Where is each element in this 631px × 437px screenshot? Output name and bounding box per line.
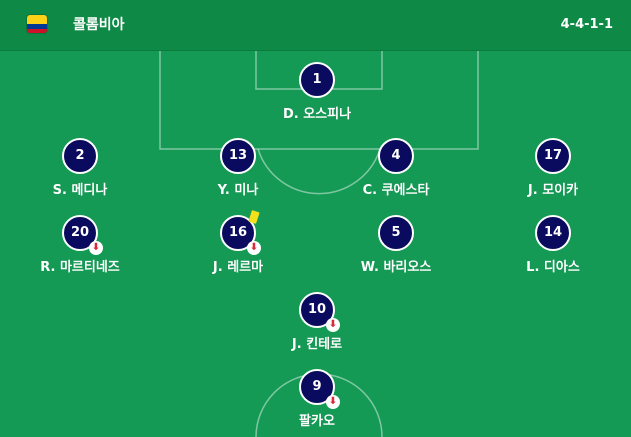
player-number: 13: [220, 138, 256, 174]
substitution-arrow-icon: ⬇: [326, 395, 340, 409]
substitution-arrow-icon: ⬇: [326, 318, 340, 332]
colombia-flag-icon: [27, 15, 47, 33]
pitch-markings: [159, 51, 479, 437]
player-number: 5: [378, 215, 414, 251]
player-name: R. 마르티네즈: [40, 260, 120, 275]
player-name: C. 쿠에스타: [362, 183, 430, 198]
player-attacking-midfielder[interactable]: 10 ⬇ J. 킨테로: [257, 292, 377, 352]
player-defender[interactable]: 13 Y. 미나: [178, 138, 298, 198]
player-defender[interactable]: 2 S. 메디나: [20, 138, 140, 198]
player-name: J. 모이카: [527, 183, 579, 198]
substitution-arrow-icon: ⬇: [247, 241, 261, 255]
player-number: 1: [299, 62, 335, 98]
player-name: D. 오스피나: [282, 107, 352, 122]
formation-label: 4-4-1-1: [560, 17, 613, 32]
player-midfielder[interactable]: 14 L. 디아스: [493, 215, 613, 275]
player-midfielder[interactable]: 20 ⬇ R. 마르티네즈: [20, 215, 140, 275]
player-striker[interactable]: 9 ⬇ 팔카오: [257, 369, 377, 429]
player-number: 10 ⬇: [299, 292, 340, 332]
penalty-box: [159, 51, 479, 150]
player-number: 20 ⬇: [62, 215, 103, 255]
player-name: J. 레르마: [212, 260, 264, 275]
player-name: 팔카오: [299, 414, 335, 429]
team-name: 콜롬비아: [73, 17, 125, 33]
team-header: 콜롬비아 4-4-1-1: [0, 0, 631, 51]
substitution-arrow-icon: ⬇: [89, 241, 103, 255]
player-defender[interactable]: 17 J. 모이카: [493, 138, 613, 198]
player-number: 14: [535, 215, 571, 251]
player-name: L. 디아스: [526, 260, 580, 275]
player-name: W. 바리오스: [360, 260, 432, 275]
player-number: 2: [62, 138, 98, 174]
penalty-arc: [257, 148, 381, 195]
player-defender[interactable]: 4 C. 쿠에스타: [336, 138, 456, 198]
player-number: 9 ⬇: [299, 369, 340, 409]
player-name: Y. 미나: [217, 183, 259, 198]
player-number: 16 ⬇: [220, 210, 261, 255]
player-name: J. 킨테로: [291, 337, 343, 352]
player-name: S. 메디나: [52, 183, 108, 198]
pitch: 1 D. 오스피나 2 S. 메디나 13 Y. 미나 4 C. 쿠에스타 17…: [0, 51, 631, 437]
player-midfielder[interactable]: 16 ⬇ J. 레르마: [178, 210, 298, 275]
player-midfielder[interactable]: 5 W. 바리오스: [336, 215, 456, 275]
player-number: 17: [535, 138, 571, 174]
player-goalkeeper[interactable]: 1 D. 오스피나: [257, 62, 377, 122]
player-number: 4: [378, 138, 414, 174]
